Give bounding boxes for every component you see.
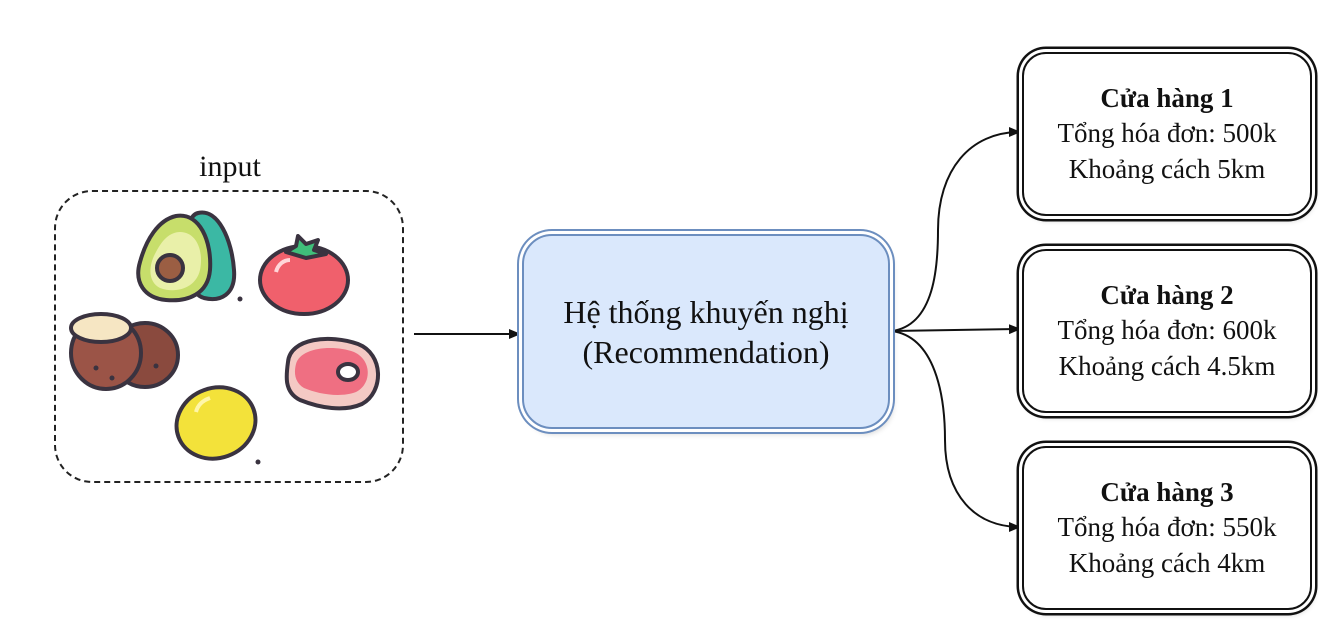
recommender-node: Hệ thống khuyến nghị (Recommendation) xyxy=(522,234,890,429)
store-name: Cửa hàng 1 xyxy=(1100,83,1234,114)
store-total: Tổng hóa đơn: 600k xyxy=(1057,315,1277,346)
edge-recommender-to-store-3 xyxy=(891,330,1021,532)
store-node-3: Cửa hàng 3 Tổng hóa đơn: 550k Khoảng các… xyxy=(1022,446,1312,610)
recommender-title: Hệ thống khuyến nghị xyxy=(563,293,849,330)
coconut-icon xyxy=(69,312,180,391)
store-name: Cửa hàng 2 xyxy=(1100,280,1234,311)
store-name: Cửa hàng 3 xyxy=(1100,477,1234,508)
edge-recommender-to-store-1 xyxy=(891,127,1021,332)
lemon-icon xyxy=(174,385,261,465)
store-distance: Khoảng cách 5km xyxy=(1068,153,1266,184)
tomato-icon xyxy=(258,234,350,316)
edge-recommender-to-store-2 xyxy=(891,324,1021,335)
store-distance: Khoảng cách 4.5km xyxy=(1058,350,1276,381)
avocado-icon xyxy=(136,210,243,303)
steak-icon xyxy=(284,336,380,411)
store-total: Tổng hóa đơn: 500k xyxy=(1057,118,1277,149)
input-label: input xyxy=(199,150,261,183)
store-distance: Khoảng cách 4km xyxy=(1068,547,1266,578)
store-node-2: Cửa hàng 2 Tổng hóa đơn: 600k Khoảng các… xyxy=(1022,249,1312,413)
recommender-subtitle: (Recommendation) xyxy=(582,333,830,370)
store-node-1: Cửa hàng 1 Tổng hóa đơn: 500k Khoảng các… xyxy=(1022,52,1312,216)
store-total: Tổng hóa đơn: 550k xyxy=(1057,512,1277,543)
